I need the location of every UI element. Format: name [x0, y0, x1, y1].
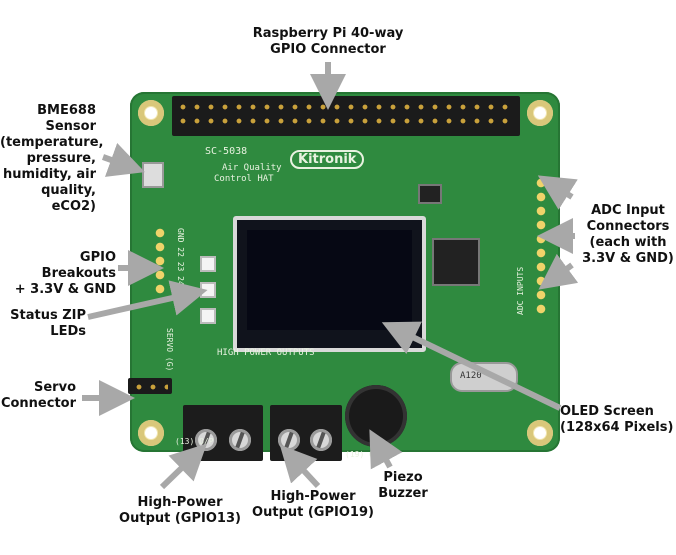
label-hp-output-13: High-Power Output (GPIO13) — [110, 495, 250, 527]
gpio-pin-silk: GND 22 23 24 3V3 — [176, 228, 185, 306]
label-gpio-breakouts: GPIO Breakouts + 3.3V & GND — [2, 250, 116, 298]
label-hp13-line-2: Output (GPIO13) — [119, 511, 241, 526]
o19-silk: (19) O/P — [345, 450, 384, 459]
label-status-leds-line-1: Status ZIP — [10, 308, 86, 323]
label-bme688-line-3: (temperature, — [0, 135, 104, 150]
label-oled: OLED Screen (128x64 Pixels) — [560, 404, 676, 436]
part-number-label: SC-5038 — [205, 146, 248, 157]
product-line-2: Control HAT — [214, 174, 274, 184]
mounting-hole-bottom-left — [138, 420, 164, 446]
label-adc-line-2: Connectors — [586, 219, 670, 234]
label-status-leds: Status ZIP LEDs — [0, 308, 86, 340]
servo-header — [128, 378, 172, 394]
product-line-1: Air Quality — [222, 163, 282, 173]
label-hp-output-19: High-Power Output (GPIO19) — [243, 489, 383, 521]
label-bme688-line-2: Sensor — [45, 119, 96, 134]
terminal-block-gpio19 — [270, 405, 342, 461]
label-bme688-line-6: quality, eCO2) — [41, 183, 96, 214]
arrow-hp19 — [279, 444, 321, 489]
arrow-bme688 — [101, 142, 145, 177]
crystal-oscillator: A120 — [450, 362, 518, 392]
servo-silk: SERVO (G) — [165, 328, 174, 372]
adc-chip — [432, 238, 480, 286]
label-adc-line-3: (each with — [589, 235, 667, 250]
label-gpio-connector-line-2: GPIO Connector — [270, 42, 386, 57]
label-gpio-connector-line-1: Raspberry Pi 40-way — [252, 26, 404, 41]
mounting-hole-top-right — [527, 100, 553, 126]
label-servo-line-2: Connector — [0, 396, 76, 411]
crystal-silk: A120 — [460, 371, 482, 381]
label-piezo: Piezo Buzzer — [368, 470, 438, 502]
brand-logo: Kitronik — [290, 150, 365, 169]
gpio-breakout-pads — [153, 226, 167, 296]
label-bme688-line-1: BME688 — [37, 103, 96, 118]
label-servo-line-1: Servo — [34, 380, 76, 395]
label-bme688-line-5: humidity, air — [2, 167, 96, 182]
label-bme688: BME688 Sensor (temperature, pressure, hu… — [0, 103, 104, 215]
adc-input-pads — [534, 176, 548, 316]
high-power-outputs-silk: HIGH POWER OUTPUTS — [217, 348, 315, 358]
label-oled-line-2: (128x64 Pixels) — [560, 420, 674, 435]
small-chip — [418, 184, 442, 204]
gpio-header — [172, 96, 520, 136]
label-hp19-line-2: Output (GPIO19) — [252, 505, 374, 520]
label-gpio-connector: Raspberry Pi 40-way GPIO Connector — [240, 26, 416, 58]
bme688-sensor-chip — [142, 162, 164, 188]
label-piezo-line-1: Piezo — [383, 470, 423, 485]
label-piezo-line-2: Buzzer — [378, 486, 428, 501]
label-servo: Servo Connector — [0, 380, 76, 412]
zip-led-0 — [200, 256, 216, 272]
adc-inputs-silk: ADC INPUTS — [516, 266, 525, 315]
label-oled-line-1: OLED Screen — [560, 404, 654, 419]
label-adc-line-4: 3.3V & GND) — [582, 251, 674, 266]
label-adc: ADC Input Connectors (each with 3.3V & G… — [580, 203, 676, 267]
label-gpio-breakouts-line-2: + 3.3V & GND — [14, 282, 116, 297]
mounting-hole-top-left — [138, 100, 164, 126]
terminal-block-gpio13 — [183, 405, 263, 461]
o13-silk: (13) O/P — [175, 437, 214, 446]
label-gpio-breakouts-line-1: GPIO Breakouts — [41, 250, 116, 281]
zip-led-2 — [200, 308, 216, 324]
label-status-leds-line-2: LEDs — [50, 324, 86, 339]
oled-screen — [233, 216, 426, 352]
label-adc-line-1: ADC Input — [591, 203, 665, 218]
label-bme688-line-4: pressure, — [26, 151, 96, 166]
piezo-buzzer — [345, 385, 407, 447]
label-hp13-line-1: High-Power — [137, 495, 223, 510]
label-hp19-line-1: High-Power — [270, 489, 356, 504]
mounting-hole-bottom-right — [527, 420, 553, 446]
zip-led-1 — [200, 282, 216, 298]
